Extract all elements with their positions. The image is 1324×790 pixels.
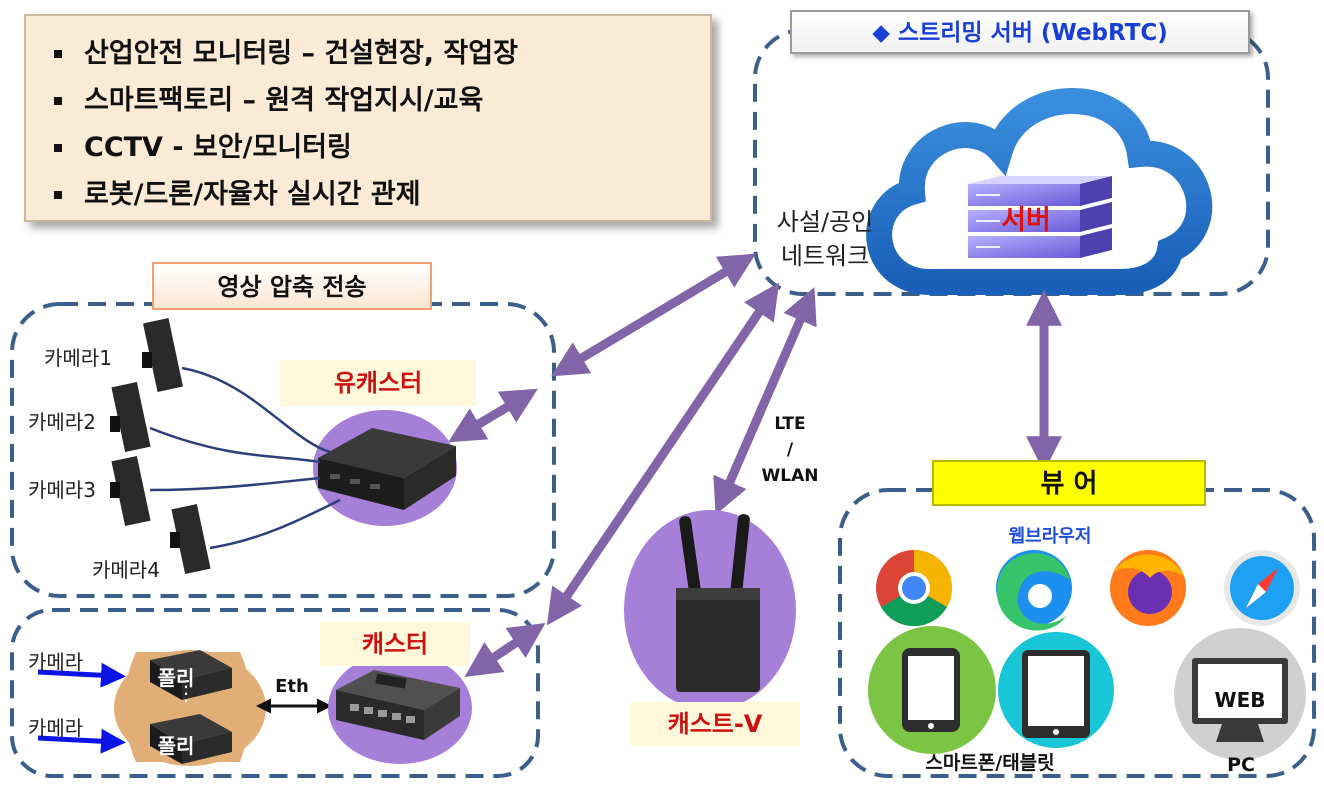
server-icon (968, 176, 1112, 258)
use-case-item: 스마트팩토리 – 원격 작업지시/교육 (54, 77, 710, 124)
camera-3-label: 카메라3 (28, 478, 96, 502)
caster-camera-1-label: 카메라 (28, 650, 84, 674)
web-browser-label: 웹브라우저 (1008, 526, 1092, 547)
poly-1-label: 폴리 (157, 666, 195, 690)
firefox-icon (1110, 550, 1186, 626)
server-section-title: ◆ 스트리밍 서버 (WebRTC) (790, 10, 1250, 54)
arrow-ucaster-network (551, 253, 756, 377)
caster-label: 캐스터 (320, 622, 470, 666)
pc-screen-label: WEB (1214, 688, 1266, 712)
eth-label: Eth (275, 676, 309, 697)
use-case-item: 로봇/드론/자율차 실시간 관제 (54, 171, 710, 218)
poly-device-2-icon (150, 714, 232, 764)
connection-arrows (448, 253, 1062, 677)
camera-4-label: 카메라4 (92, 558, 160, 582)
pc-monitor-icon (1192, 658, 1288, 742)
camera-2-label: 카메라2 (28, 410, 96, 434)
castv-link-line2: / (786, 440, 794, 460)
castv-link-line1: LTE (774, 414, 806, 434)
tablet-icon (1022, 650, 1090, 738)
poly-device-1-icon (150, 650, 232, 700)
edge-icon (996, 550, 1072, 631)
safari-icon (1224, 550, 1300, 626)
camera-arrow-2 (37, 728, 126, 754)
camera-1-label: 카메라1 (44, 346, 112, 370)
server-label: 서버 (1001, 205, 1051, 236)
network-label-line2: 네트워크 (780, 242, 870, 270)
use-case-box: 산업안전 모니터링 – 건설현장, 작업장 스마트팩토리 – 원격 작업지시/교… (24, 14, 712, 222)
caster-camera-2-label: 카메라 (28, 716, 84, 740)
camera-2-icon (110, 382, 151, 452)
castv-link-line3: WLAN (761, 466, 819, 486)
caster-device-icon (336, 670, 460, 740)
castv-device-icon (676, 514, 760, 692)
use-case-item: CCTV - 보안/모니터링 (54, 124, 710, 171)
video-section-title: 영상 압축 전송 (152, 262, 432, 310)
network-label-line1: 사설/공인 (776, 208, 874, 236)
camera-4-icon (170, 504, 211, 574)
use-case-item: 산업안전 모니터링 – 건설현장, 작업장 (54, 30, 710, 77)
poly-2-label: 폴리 (157, 734, 195, 758)
arrow-caster-short (464, 623, 546, 677)
arrow-castv-network (713, 287, 817, 515)
ucaster-label: 유캐스터 (280, 360, 476, 406)
svg-text:⋮: ⋮ (176, 681, 196, 705)
viewer-title: 뷰 어 (932, 460, 1206, 506)
caster-group-border (10, 608, 540, 778)
smartphone-icon (902, 648, 960, 732)
camera-cables (149, 366, 341, 550)
ucaster-device-icon (318, 428, 456, 510)
chrome-icon (876, 549, 953, 627)
viewer-group-border (838, 488, 1316, 778)
camera-1-icon (142, 318, 183, 392)
use-case-list: 산업안전 모니터링 – 건설현장, 작업장 스마트팩토리 – 원격 작업지시/교… (26, 30, 710, 218)
camera-3-icon (110, 456, 151, 526)
pc-label: PC (1227, 754, 1255, 776)
mobile-label: 스마트폰/태블릿 (925, 752, 1055, 774)
castv-label: 캐스트-V (630, 702, 800, 746)
camera-arrow-1 (37, 662, 126, 688)
arrow-ucaster-short (448, 388, 538, 443)
